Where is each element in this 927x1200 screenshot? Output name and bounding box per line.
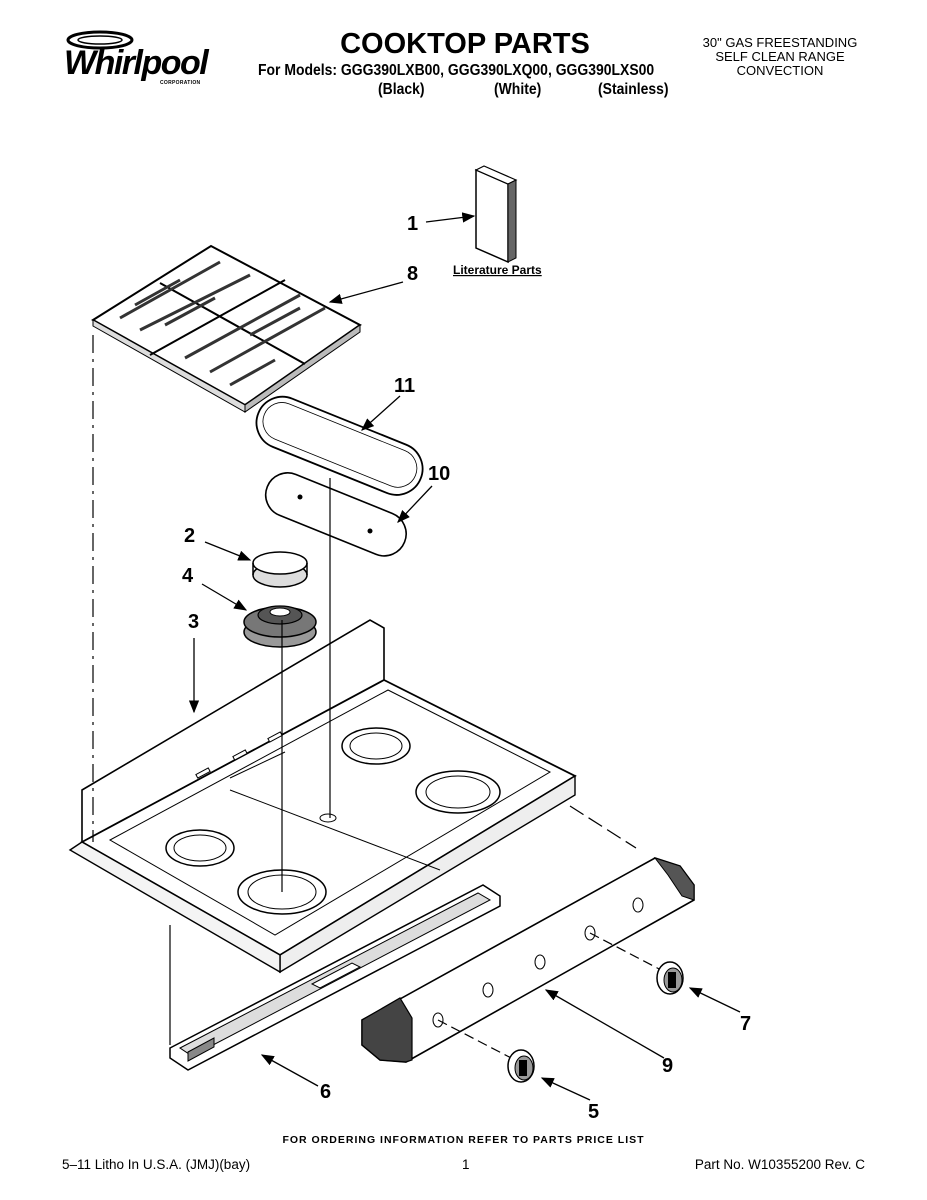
brand-subtitle: CORPORATION xyxy=(160,80,201,86)
variant-white: (White) xyxy=(494,81,542,98)
callout-9: 9 xyxy=(662,1055,673,1077)
ordering-note: FOR ORDERING INFORMATION REFER TO PARTS … xyxy=(282,1134,645,1146)
range-desc-line: SELF CLEAN RANGE xyxy=(715,49,845,64)
callout-11: 11 xyxy=(394,375,415,397)
cooktop-panel xyxy=(68,619,577,974)
griddle-cover xyxy=(255,395,424,496)
manifold-panel xyxy=(361,857,695,1063)
literature-parts-label: Literature Parts xyxy=(453,263,542,277)
callout-7: 7 xyxy=(740,1013,751,1035)
callout-2: 2 xyxy=(184,525,195,547)
burner-cap xyxy=(252,551,308,588)
whirlpool-logo: Whirlpool CORPORATION xyxy=(60,28,210,90)
callout-8: 8 xyxy=(407,263,418,285)
page-title: COOKTOP PARTS xyxy=(340,28,590,60)
literature-booklet xyxy=(474,165,518,264)
burner-grate xyxy=(91,244,362,413)
control-knob-upper xyxy=(589,932,684,995)
litho-info: 5–11 Litho In U.S.A. (JMJ)(bay) xyxy=(62,1157,251,1172)
trim-strip xyxy=(169,884,501,1071)
callout-1: 1 xyxy=(407,213,418,235)
page-number: 1 xyxy=(462,1157,470,1172)
part-number: Part No. W10355200 Rev. C xyxy=(694,1157,865,1172)
callout-4: 4 xyxy=(182,565,194,587)
callout-5: 5 xyxy=(588,1101,599,1123)
variant-black: (Black) xyxy=(378,81,425,98)
variant-stainless: (Stainless) xyxy=(598,81,669,98)
callout-10: 10 xyxy=(428,463,450,485)
brand-name: Whirlpool xyxy=(64,44,209,82)
griddle-plate xyxy=(264,472,407,557)
callout-6: 6 xyxy=(320,1081,331,1103)
burner-base xyxy=(243,605,317,648)
logo-swirl-icon xyxy=(66,30,134,50)
range-description: 30" GAS FREESTANDING SELF CLEAN RANGE CO… xyxy=(690,36,870,78)
models-line: For Models: GGG390LXB00, GGG390LXQ00, GG… xyxy=(258,62,655,79)
callout-3: 3 xyxy=(188,611,199,633)
range-desc-line: 30" GAS FREESTANDING xyxy=(702,35,858,50)
control-knob-lower xyxy=(437,1019,535,1083)
range-desc-line: CONVECTION xyxy=(736,63,824,78)
